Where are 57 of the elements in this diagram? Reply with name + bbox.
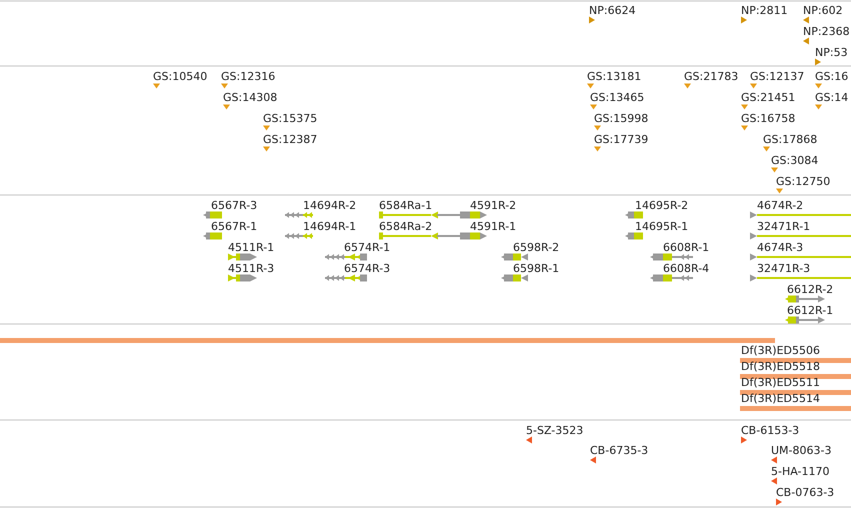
feature-label: 4511R-1	[228, 241, 274, 254]
feature-label: 6608R-1	[663, 241, 710, 254]
feature-label: GS:12750	[776, 175, 830, 188]
feature-label: 6598R-1	[513, 262, 560, 275]
feature-label: Df(3R)ED5506	[741, 344, 820, 357]
feature-label: 5-HA-1170	[771, 465, 830, 478]
feature-label: 6584Ra-1	[379, 199, 432, 212]
feature-label: GS:17739	[594, 133, 648, 146]
feature-label: NP:6624	[589, 4, 636, 17]
feature-label: 32471R-3	[757, 262, 810, 275]
feature-label: UM-8063-3	[771, 444, 832, 457]
feature-label: Df(3R)ED5514	[741, 392, 820, 405]
feature-label: 6574R-1	[344, 241, 390, 254]
feature-label: 6612R-2	[787, 283, 834, 296]
feature-label: GS:12316	[221, 70, 276, 83]
feature-label: 6608R-4	[663, 262, 710, 275]
feature-label: GS:16758	[741, 112, 796, 125]
feature-label: 4591R-2	[470, 199, 516, 212]
feature-label: 6612R-1	[787, 304, 834, 317]
feature-label: 4511R-3	[228, 262, 274, 275]
feature-label: 6598R-2	[513, 241, 560, 254]
feature-label: 14695R-2	[635, 199, 688, 212]
feature-label: 6574R-3	[344, 262, 390, 275]
feature-label: Df(3R)ED5511	[741, 376, 820, 389]
feature-label: 6584Ra-2	[379, 220, 432, 233]
feature-label: 14694R-1	[303, 220, 356, 233]
feature-label: 32471R-1	[757, 220, 810, 233]
feature-label: CB-0763-3	[776, 486, 834, 499]
feature-label: GS:14	[815, 91, 848, 104]
feature-label: GS:12137	[750, 70, 804, 83]
feature-label: 4591R-1	[470, 220, 516, 233]
feature-label: GS:12387	[263, 133, 318, 146]
feature-label: 6567R-1	[211, 220, 258, 233]
feature-label: GS:21783	[684, 70, 738, 83]
feature-label: GS:10540	[153, 70, 208, 83]
feature-label: NP:2811	[741, 4, 788, 17]
feature-label: NP:602	[803, 4, 843, 17]
feature-label: GS:15998	[594, 112, 648, 125]
feature-label: GS:15375	[263, 112, 318, 125]
feature-label: Df(3R)ED5518	[741, 360, 820, 373]
feature-label: NP:53	[815, 46, 848, 59]
feature-label: GS:13465	[590, 91, 644, 104]
feature-label: GS:17868	[763, 133, 818, 146]
feature-label: 4674R-3	[757, 241, 804, 254]
feature-label: CB-6153-3	[741, 424, 800, 437]
feature-label: GS:13181	[587, 70, 642, 83]
feature-label: GS:21451	[741, 91, 796, 104]
feature-label: 4674R-2	[757, 199, 804, 212]
feature-label: 14695R-1	[635, 220, 688, 233]
feature-label: 6567R-3	[211, 199, 258, 212]
feature-label: GS:16	[815, 70, 848, 83]
feature-label: GS:14308	[223, 91, 278, 104]
feature-label: GS:3084	[771, 154, 818, 167]
feature-label: CB-6735-3	[590, 444, 648, 457]
feature-label: 5-SZ-3523	[526, 424, 584, 437]
feature-label: 14694R-2	[303, 199, 356, 212]
feature-label: NP:2368	[803, 25, 850, 38]
